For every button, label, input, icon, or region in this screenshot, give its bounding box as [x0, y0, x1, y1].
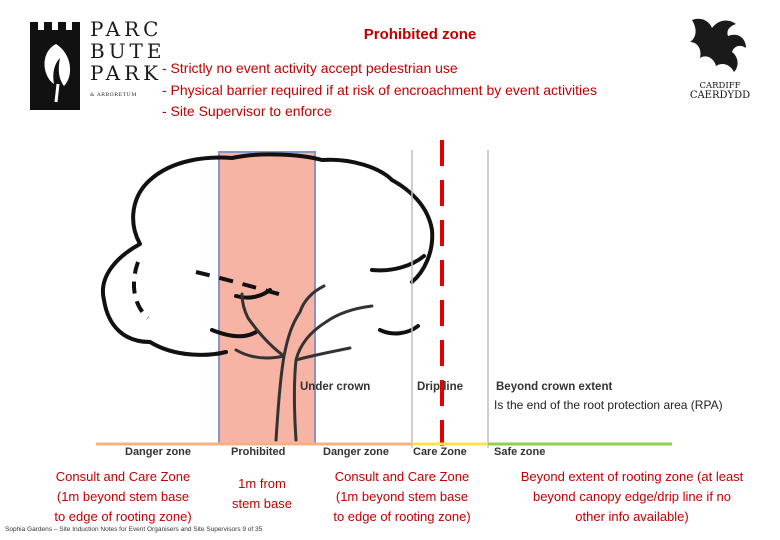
bullet-list: - Strictly no event activity accept pede…	[162, 58, 597, 123]
tree-crown-dash	[131, 261, 150, 320]
tree-crown-outline	[100, 152, 435, 357]
description-right: Consult and Care Zone (1m beyond stem ba…	[312, 467, 492, 527]
logo-line-1: PARC	[90, 17, 163, 41]
description-line: (1m beyond stem base	[335, 489, 469, 504]
beyond-crown-label: Beyond crown extent	[496, 381, 613, 393]
description-line: (1m beyond stem base	[56, 489, 190, 504]
description-line: 1m from	[238, 476, 286, 491]
logo-line-2: BUTE	[90, 39, 166, 63]
description-left: Consult and Care Zone (1m beyond stem ba…	[28, 467, 218, 527]
parc-bute-park-logo: PARC BUTE PARK & ARBORETUM	[28, 18, 162, 118]
bullet-item: - Strictly no event activity accept pede…	[162, 60, 458, 76]
description-line: to edge of rooting zone)	[54, 509, 192, 524]
logo-subtitle: & ARBORETUM	[90, 92, 137, 98]
zone-label: Danger zone	[125, 446, 192, 458]
dragon-icon	[690, 18, 746, 72]
tree-trunk	[234, 284, 374, 442]
description-far-right: Beyond extent of rooting zone (at least …	[496, 467, 768, 527]
zone-label: Care Zone	[413, 446, 467, 458]
cardiff-council-logo: CARDIFF CAERDYDD	[684, 14, 756, 104]
description-line: Consult and Care Zone	[55, 469, 191, 484]
zone-label: Safe zone	[494, 446, 546, 458]
page-title: Prohibited zone	[363, 26, 477, 43]
rpa-note: Is the end of the root protection area (…	[494, 398, 723, 412]
bullet-item: - Physical barrier required if at risk o…	[162, 81, 597, 98]
description-line: to edge of rooting zone)	[333, 509, 471, 524]
zone-label: Danger zone	[323, 446, 390, 458]
bullet-item: - Site Supervisor to enforce	[162, 103, 332, 119]
tower-leaf-icon	[30, 22, 80, 110]
logo-right-line-2: CAERDYDD	[689, 90, 751, 101]
description-middle: 1m from stem base	[220, 474, 304, 514]
drip-line-label: Drip line	[417, 381, 464, 393]
tree-crown-dash	[195, 270, 287, 298]
logo-line-3: PARK	[90, 61, 163, 85]
description-line: Beyond extent of rooting zone (at least	[520, 469, 744, 484]
logo-right-line-1: CARDIFF	[699, 81, 741, 91]
description-line: stem base	[232, 496, 292, 511]
description-line: Consult and Care Zone	[334, 469, 470, 484]
zone-label: Prohibited	[231, 446, 286, 458]
description-line: other info available)	[575, 509, 689, 524]
footer-note: Sophia Gardens – Site Induction Notes fo…	[5, 526, 263, 533]
description-line: beyond canopy edge/drip line if no	[532, 489, 732, 504]
prohibited-zone-box	[218, 151, 316, 445]
under-crown-label: Under crown	[300, 381, 371, 393]
